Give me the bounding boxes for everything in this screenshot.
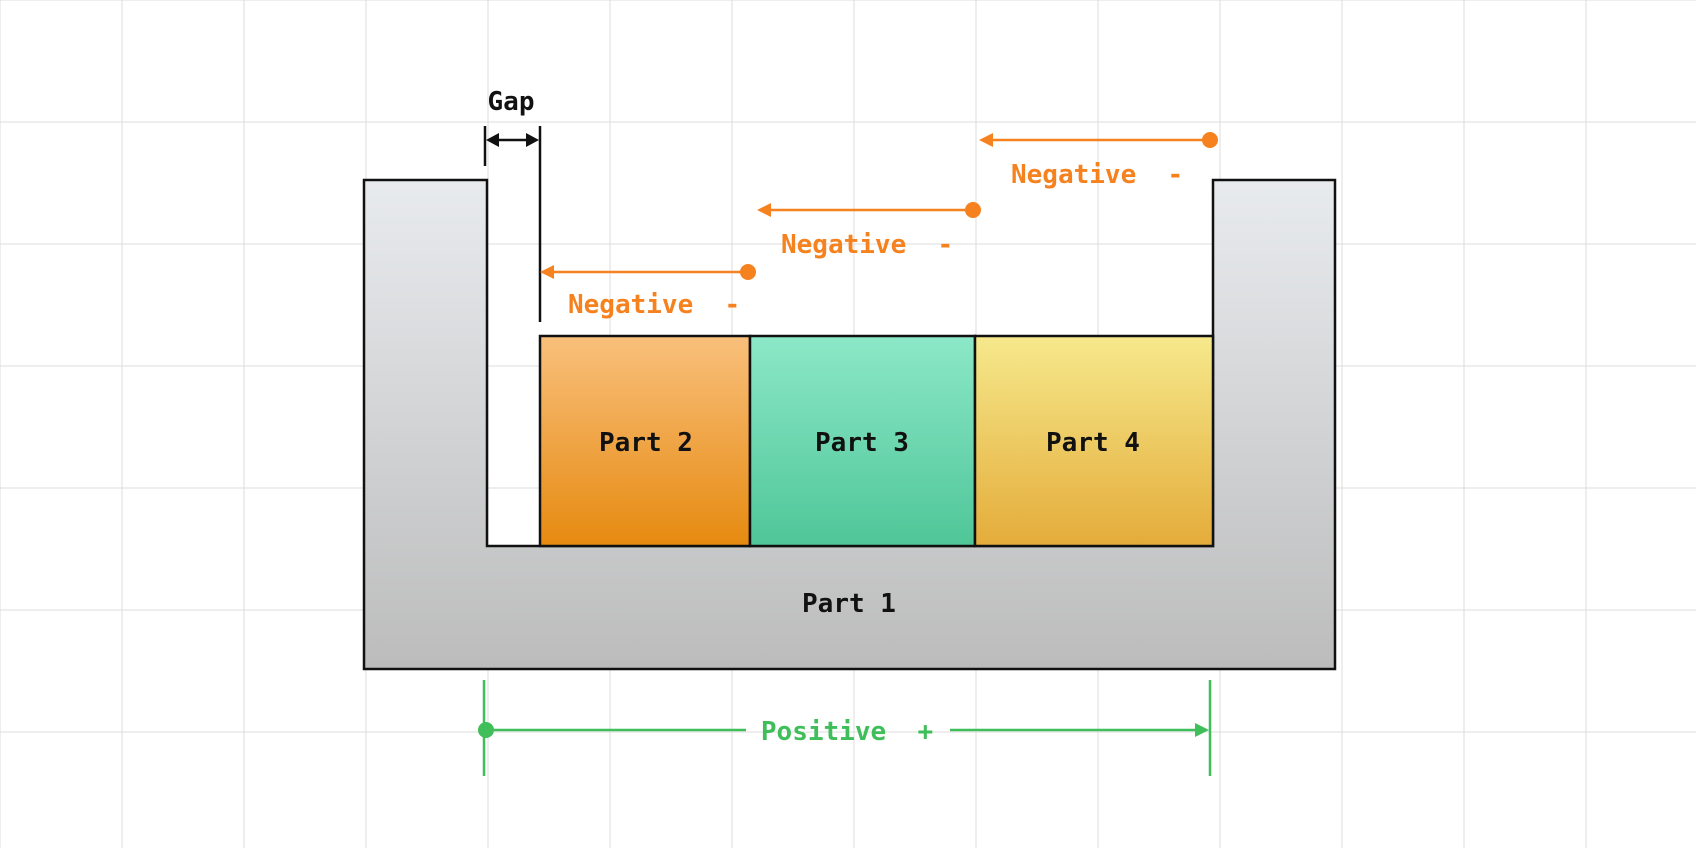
gap-arrowhead-right [526,133,539,147]
gap-label: Gap [488,87,535,117]
negative-vector-1: Negative - [540,264,756,320]
negative-vector-2-start-dot [965,202,981,218]
positive-vector: Positive + [478,680,1212,776]
positive-arrowhead [1195,723,1209,737]
part-3-label: Part 3 [815,428,909,458]
part-2-block [538,334,752,548]
part-2-label: Part 2 [599,428,693,458]
negative-vector-1-arrowhead [540,265,554,279]
negative-vector-2-label: Negative - [781,230,953,260]
negative-vector-3-start-dot [1202,132,1218,148]
negative-vector-3-arrowhead [979,133,993,147]
part-4-block [973,334,1215,548]
positive-label: Positive + [761,717,933,747]
negative-vector-2-arrowhead [757,203,771,217]
gap-arrowhead-left [486,133,499,147]
gap-dimension: Gap [483,87,542,322]
part-1-label: Part 1 [802,589,896,619]
negative-vector-3-label: Negative - [1011,160,1183,190]
negative-vector-3: Negative - [979,132,1218,190]
negative-vector-1-start-dot [740,264,756,280]
negative-vector-1-label: Negative - [568,290,740,320]
part-3-block [748,334,977,548]
positive-start-dot [478,722,494,738]
part-4-label: Part 4 [1046,428,1140,458]
negative-vector-2: Negative - [757,202,981,260]
